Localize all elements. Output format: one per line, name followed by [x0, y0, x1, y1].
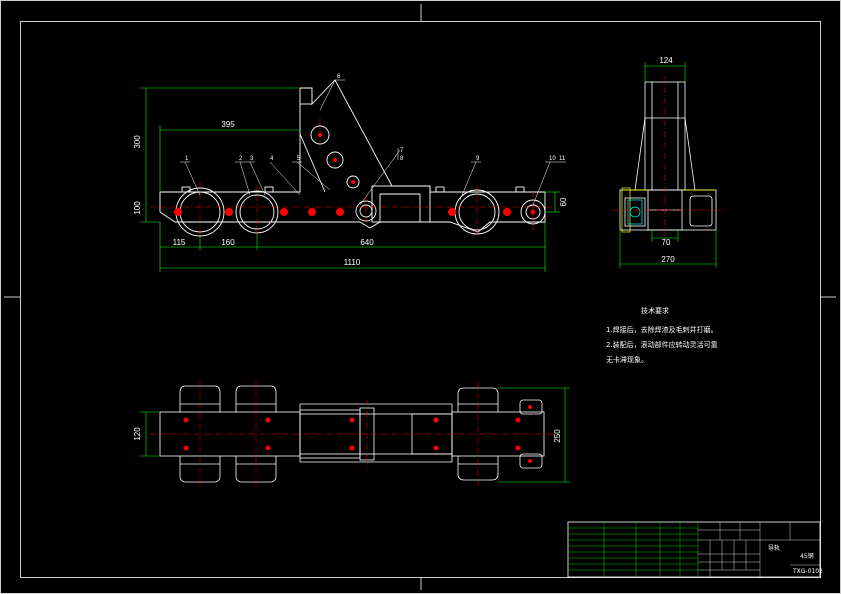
leader-11: 11 [559, 156, 566, 162]
leader-3: 3 [250, 156, 254, 162]
dim-side-inner-width: 70 [662, 238, 671, 247]
leader-8: 8 [400, 156, 404, 162]
dim-seg-3: 640 [360, 238, 374, 247]
leader-2: 2 [239, 156, 243, 162]
leader-10: 10 [549, 156, 556, 162]
front-view: 300 395 100 60 115 160 640 1110 [133, 74, 568, 272]
title-material: 45钢 [800, 552, 814, 560]
leader-6: 6 [337, 74, 341, 80]
notes-line-1: 1.焊接后，去除焊渣及毛刺并打磨。 [606, 325, 718, 334]
notes-line-2: 2.装配后，滚动部件应转动灵活可靠 [606, 340, 718, 349]
notes-line-3: 无卡滞现象。 [606, 355, 648, 364]
technical-notes: 技术要求 1.焊接后，去除焊渣及毛刺并打磨。 2.装配后，滚动部件应转动灵活可靠… [606, 306, 718, 364]
title-block: 导轨 45钢 TXG-0102 [567, 521, 823, 578]
title-drawing-number: TXG-0102 [792, 568, 823, 575]
dim-height-right: 60 [559, 197, 568, 206]
title-part-name: 导轨 [768, 544, 780, 552]
leader-9: 9 [476, 156, 480, 162]
side-view: 124 70 270 [612, 56, 724, 268]
part-leader-labels: 1 2 3 4 5 6 7 8 9 10 11 [185, 74, 566, 162]
dim-side-bottom-width: 270 [661, 255, 675, 264]
notes-title: 技术要求 [641, 306, 669, 315]
leader-7: 7 [400, 148, 404, 154]
leader-1: 1 [185, 156, 189, 162]
front-view-dimensions: 300 395 100 60 115 160 640 1110 [133, 120, 568, 267]
dim-side-top-width: 124 [659, 56, 673, 65]
dim-seg-1: 115 [173, 238, 186, 247]
dim-plan-overall-width: 250 [553, 429, 562, 443]
dim-offset-top: 395 [221, 120, 235, 129]
dim-height-total: 300 [133, 135, 142, 149]
dim-seg-2: 160 [221, 238, 235, 247]
leader-5: 5 [297, 156, 301, 162]
leader-4: 4 [270, 156, 274, 162]
dim-height-beam: 100 [133, 201, 142, 215]
dim-length-total: 1110 [344, 258, 361, 267]
dim-plan-beam-width: 120 [133, 427, 142, 441]
plan-view: 120 250 [133, 380, 570, 488]
